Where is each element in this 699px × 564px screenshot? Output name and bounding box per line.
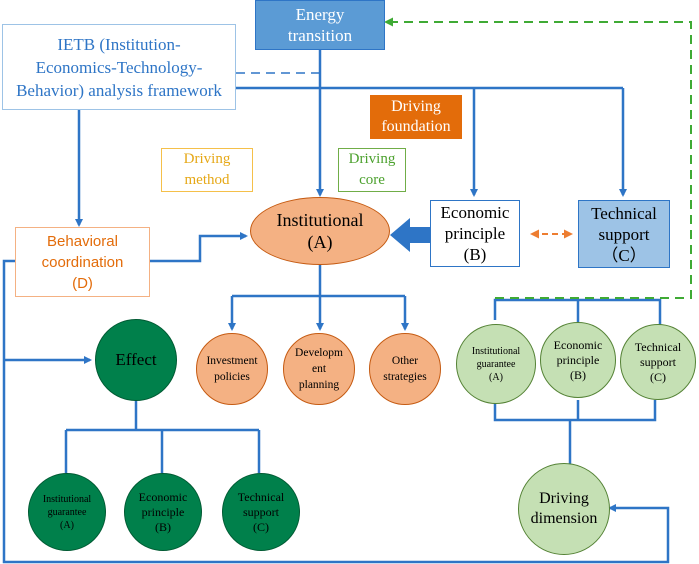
right-economic-node: Economic principle (B)	[540, 322, 616, 398]
technical-support-box: Technical support （C）	[578, 200, 670, 268]
effect-b-line2: principle	[141, 504, 185, 519]
ietb-line2: Economics-Technology-	[35, 57, 203, 77]
effect-a-line3: (A)	[60, 519, 74, 531]
ietb-framework-box: IETB (Institution- Economics-Technology-…	[2, 24, 236, 110]
driving-method-line1: Driving	[183, 151, 231, 167]
right-c-line2: support	[640, 354, 676, 369]
behavioral-line1: Behavioral	[47, 232, 118, 250]
connector-behavioral-to-institutional	[150, 232, 248, 263]
right-a-line3: (A)	[489, 371, 503, 383]
technical-line3: （C）	[601, 245, 647, 265]
behavioral-line2: coordination	[41, 253, 124, 271]
energy-transition-box: Energy transition	[255, 0, 385, 50]
development-planning-node: Developm ent planning	[283, 333, 355, 405]
right-a-line1: Institutional	[471, 345, 521, 357]
technical-line1: Technical	[591, 203, 657, 223]
effect-c-line3: (C)	[253, 519, 269, 534]
right-a-line2: guarantee	[476, 358, 516, 370]
energy-transition-line2: transition	[287, 26, 353, 45]
investment-line1: Investment	[206, 355, 258, 367]
driving-foundation-line2: foundation	[381, 118, 451, 135]
economic-line3: (B)	[463, 245, 487, 264]
other-line2: strategies	[383, 371, 427, 383]
effect-b-line1: Economic	[138, 489, 188, 504]
right-b-line2: principle	[556, 352, 600, 367]
other-line1: Other	[391, 355, 419, 367]
driving-dimension-node: Driving dimension	[518, 463, 610, 555]
effect-label: Effect	[115, 350, 157, 369]
driving-method-line2: method	[184, 172, 230, 188]
thick-arrow-economic-to-institutional	[390, 218, 430, 252]
economic-line1: Economic	[440, 203, 510, 222]
driving-method-box: Driving method	[161, 148, 253, 192]
development-line3: planning	[298, 379, 340, 391]
driving-core-line1: Driving	[348, 151, 396, 167]
behavioral-coordination-box: Behavioral coordination (D)	[15, 227, 150, 297]
right-institutional-node: Institutional guarantee (A)	[456, 324, 536, 404]
energy-transition-line1: Energy	[295, 5, 345, 24]
effect-institutional-node: Institutional guarantee (A)	[28, 473, 106, 551]
institutional-line2: (A)	[307, 232, 333, 252]
effect-node: Effect	[95, 319, 177, 401]
ietb-line3: Behavior) analysis framework	[16, 80, 222, 100]
behavioral-line3: (D)	[72, 274, 93, 292]
effect-c-line1: Technical	[237, 489, 285, 504]
effect-a-line1: Institutional	[42, 493, 92, 505]
development-line2: ent	[311, 363, 327, 375]
driving-dimension-line1: Driving	[539, 490, 589, 507]
effect-b-line3: (B)	[155, 519, 171, 534]
effect-a-line2: guarantee	[47, 506, 87, 518]
institutional-line1: Institutional	[276, 210, 364, 230]
right-b-line3: (B)	[570, 367, 586, 382]
technical-line2: support	[598, 224, 650, 244]
development-line1: Developm	[295, 347, 343, 359]
institutional-node: Institutional (A)	[250, 197, 390, 265]
driving-core-line2: core	[359, 172, 385, 188]
connector-right-bottom	[493, 400, 657, 422]
driving-foundation-line1: Driving	[391, 98, 441, 115]
connector-green-feedback	[384, 17, 692, 299]
driving-core-box: Driving core	[338, 148, 406, 192]
connector-left-vertical	[2, 259, 670, 564]
investment-line2: policies	[214, 371, 250, 383]
other-strategies-node: Other strategies	[369, 333, 441, 405]
effect-technical-node: Technical support (C)	[222, 473, 300, 551]
right-b-line1: Economic	[553, 337, 603, 352]
effect-economic-node: Economic principle (B)	[124, 473, 202, 551]
investment-policies-node: Investment policies	[196, 333, 268, 405]
ietb-line1: IETB (Institution-	[57, 34, 181, 54]
economic-line2: principle	[444, 224, 506, 243]
driving-dimension-line2: dimension	[530, 510, 598, 527]
driving-foundation-box: Driving foundation	[370, 95, 462, 139]
right-c-line3: (C)	[650, 369, 666, 384]
right-c-line1: Technical	[634, 339, 682, 354]
right-technical-node: Technical support (C)	[620, 324, 696, 400]
effect-c-line2: support	[243, 504, 279, 519]
economic-principle-box: Economic principle (B)	[430, 200, 520, 267]
